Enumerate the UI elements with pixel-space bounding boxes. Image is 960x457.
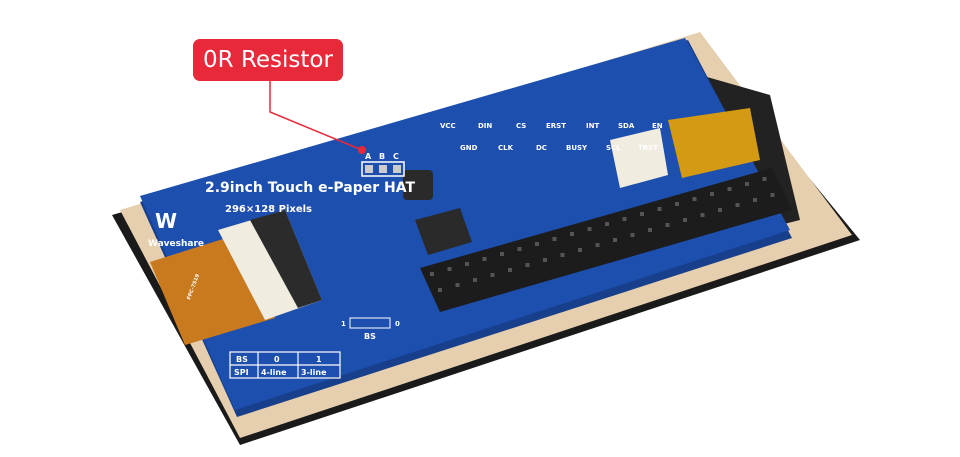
driver-ic xyxy=(415,208,472,255)
table-cell: 4-line xyxy=(261,368,287,377)
gpio-header xyxy=(420,168,792,312)
header-pin xyxy=(648,228,652,232)
bs-left-label: 1 xyxy=(341,320,346,328)
resistor-label-a: A xyxy=(365,152,372,161)
bs-switch: 1 0 BS xyxy=(341,317,400,341)
pin-labels-bottom: GND CLK DC BUSY SCL TRST xyxy=(460,144,658,152)
header-pin xyxy=(710,192,714,196)
header-pin xyxy=(508,268,512,272)
header-pin xyxy=(543,258,547,262)
waveshare-logo: W xyxy=(155,209,177,233)
header-pin xyxy=(517,247,522,251)
header-pin xyxy=(430,272,434,276)
pin-label: SDA xyxy=(618,122,635,130)
header-pin xyxy=(622,217,627,221)
pin-label: CLK xyxy=(498,144,514,152)
pin-label: BUSY xyxy=(566,144,588,152)
inductor xyxy=(403,170,433,200)
header-pin xyxy=(560,253,565,257)
table-cell: 1 xyxy=(316,355,322,364)
touch-connector xyxy=(610,128,668,188)
pin-label: DIN xyxy=(478,122,492,130)
header-pin xyxy=(552,237,557,241)
header-pin xyxy=(525,263,530,267)
header-pin xyxy=(613,238,617,242)
header-pin xyxy=(727,187,732,191)
callout-0r-resistor: 0R Resistor xyxy=(193,39,343,81)
bs-right-label: 0 xyxy=(395,320,400,328)
header-pin xyxy=(455,283,460,287)
resistor-label-c: C xyxy=(393,152,399,161)
pin-label: CS xyxy=(516,122,526,130)
header-pin xyxy=(595,243,600,247)
pin-label: ERST xyxy=(546,122,566,130)
touch-ic xyxy=(668,108,760,178)
pin-label: SCL xyxy=(606,144,621,152)
pin-label: DC xyxy=(536,144,547,152)
header-pin xyxy=(675,202,679,206)
header-pin xyxy=(753,198,757,202)
header-pin xyxy=(535,242,539,246)
header-pin xyxy=(735,203,740,207)
pin-label: VCC xyxy=(440,122,456,130)
header-pin xyxy=(570,232,574,236)
header-pin xyxy=(578,248,582,252)
board-subtitle: 296×128 Pixels xyxy=(225,204,312,215)
callout-dot xyxy=(358,146,366,154)
header-pin xyxy=(718,208,722,212)
pin-labels-top: VCC DIN CS ERST INT SDA EN xyxy=(440,122,663,130)
header-pin xyxy=(657,207,662,211)
table-cell: 3-line xyxy=(301,368,327,377)
pin-label: INT xyxy=(586,122,599,130)
header-pin xyxy=(438,288,442,292)
header-pin xyxy=(490,273,495,277)
fpc-connector-latch xyxy=(250,210,322,308)
callout-label: 0R Resistor xyxy=(203,47,333,73)
header-pin xyxy=(692,197,697,201)
resistor-group: A B C xyxy=(361,152,405,177)
header-pin xyxy=(465,262,469,266)
header-pin xyxy=(683,218,687,222)
header-pin xyxy=(762,177,767,181)
board-title: 2.9inch Touch e-Paper HAT xyxy=(205,180,416,196)
pin-label: GND xyxy=(460,144,478,152)
pin-label: TRST xyxy=(638,144,658,152)
header-pin xyxy=(500,252,504,256)
header-pin xyxy=(447,267,452,271)
header-pin xyxy=(630,233,635,237)
table-cell: BS xyxy=(236,355,248,364)
header-pin xyxy=(473,278,477,282)
header-pin xyxy=(770,193,775,197)
resistor-label-b: B xyxy=(379,152,385,161)
header-pin xyxy=(640,212,644,216)
callout-leader-line xyxy=(269,81,363,151)
header-pin xyxy=(745,182,749,186)
table-cell: SPI xyxy=(234,368,249,377)
bs-label: BS xyxy=(364,332,376,341)
header-pin xyxy=(605,222,609,226)
header-pin xyxy=(587,227,592,231)
bs-table: BS 0 1 SPI 4-line 3-line xyxy=(229,351,341,379)
brand-name: Waveshare xyxy=(148,239,204,249)
table-cell: 0 xyxy=(274,355,280,364)
header-pin xyxy=(700,213,705,217)
header-pin xyxy=(665,223,670,227)
pin-label: EN xyxy=(652,122,663,130)
header-pin xyxy=(482,257,487,261)
